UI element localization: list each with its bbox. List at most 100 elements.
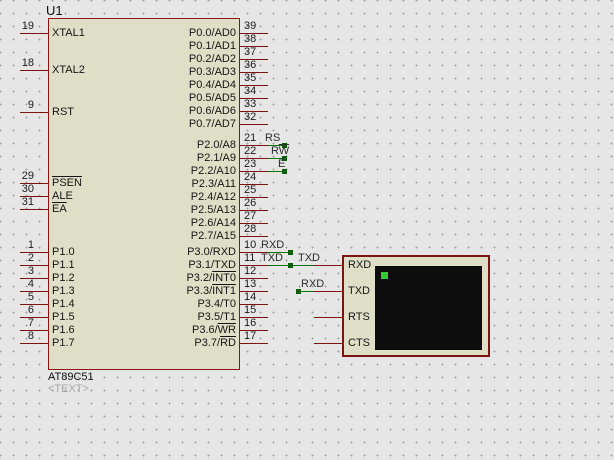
- pin-number: 14: [244, 291, 257, 303]
- terminal-pin-name: RXD: [348, 259, 372, 271]
- pin-stub[interactable]: [240, 111, 268, 112]
- pin-number: 22: [244, 145, 257, 157]
- pin-stub[interactable]: [240, 252, 268, 253]
- pin-number: 6: [27, 304, 34, 316]
- pin-name: P0.4/AD4: [188, 79, 236, 91]
- pin-stub[interactable]: [240, 304, 268, 305]
- pin-stub[interactable]: [240, 72, 268, 73]
- terminal-cursor: [381, 272, 388, 279]
- pin-number: 1: [27, 239, 34, 251]
- pin-stub[interactable]: [240, 85, 268, 86]
- pin-stub[interactable]: [20, 330, 48, 331]
- pin-name: P1.4: [52, 298, 75, 310]
- pin-stub[interactable]: [20, 291, 48, 292]
- pin-name: P2.5/A13: [190, 204, 236, 216]
- wire[interactable]: [268, 158, 286, 159]
- pin-number: 28: [244, 223, 257, 235]
- pin-name: P3.1/TXD: [188, 259, 236, 271]
- pin-stub[interactable]: [20, 196, 48, 197]
- pin-stub[interactable]: [240, 59, 268, 60]
- wire[interactable]: [268, 252, 292, 253]
- pin-number: 8: [27, 330, 34, 342]
- pin-number: 13: [244, 278, 257, 290]
- pin-number: 35: [244, 72, 257, 84]
- terminal-pin-name: TXD: [348, 285, 370, 297]
- pin-name: P3.7/RD: [194, 337, 236, 349]
- pin-stub[interactable]: [240, 210, 268, 211]
- pin-stub[interactable]: [240, 223, 268, 224]
- wire[interactable]: [268, 145, 286, 146]
- pin-stub[interactable]: [240, 317, 268, 318]
- pin-stub[interactable]: [240, 197, 268, 198]
- pin-stub[interactable]: [20, 317, 48, 318]
- pin-stub[interactable]: [240, 343, 268, 344]
- pin-name: P3.6/WR: [191, 324, 236, 336]
- pin-stub[interactable]: [240, 46, 268, 47]
- pin-number: 16: [244, 317, 257, 329]
- pin-number: 32: [244, 111, 257, 123]
- pin-stub[interactable]: [240, 158, 268, 159]
- pin-number: 12: [244, 265, 257, 277]
- pin-number: 37: [244, 46, 257, 58]
- pin-number: 34: [244, 85, 257, 97]
- terminal-pin-stub[interactable]: [314, 343, 342, 344]
- net-label[interactable]: TXD: [298, 252, 320, 264]
- pin-stub[interactable]: [240, 236, 268, 237]
- terminal-pin-stub[interactable]: [314, 317, 342, 318]
- pin-name: P1.1: [52, 259, 75, 271]
- ic-body[interactable]: [48, 18, 240, 370]
- wire[interactable]: [268, 171, 286, 172]
- pin-number: 30: [21, 183, 34, 195]
- pin-name: RST: [52, 106, 74, 118]
- pin-number: 18: [21, 57, 34, 69]
- pin-name: P1.3: [52, 285, 75, 297]
- pin-stub[interactable]: [20, 252, 48, 253]
- pin-name: PSEN: [52, 177, 82, 189]
- junction-dot: [288, 263, 293, 268]
- pin-stub[interactable]: [20, 209, 48, 210]
- pin-stub[interactable]: [20, 343, 48, 344]
- net-label[interactable]: RXD: [301, 278, 325, 290]
- net-label[interactable]: TXD: [261, 252, 283, 264]
- pin-stub[interactable]: [240, 98, 268, 99]
- pin-stub[interactable]: [20, 33, 48, 34]
- pin-name: P0.5/AD5: [188, 92, 236, 104]
- pin-stub[interactable]: [240, 145, 268, 146]
- terminal-pin-stub[interactable]: [314, 291, 342, 292]
- pin-stub[interactable]: [20, 265, 48, 266]
- pin-stub[interactable]: [20, 183, 48, 184]
- net-label[interactable]: RXD: [261, 239, 285, 251]
- pin-stub[interactable]: [240, 278, 268, 279]
- pin-stub[interactable]: [240, 291, 268, 292]
- pin-number: 26: [244, 197, 257, 209]
- pin-stub[interactable]: [240, 171, 268, 172]
- pin-name: P0.3/AD3: [188, 66, 236, 78]
- wire[interactable]: [296, 291, 314, 292]
- pin-stub[interactable]: [20, 112, 48, 113]
- pin-number: 15: [244, 304, 257, 316]
- pin-number: 31: [21, 196, 34, 208]
- pin-stub[interactable]: [240, 330, 268, 331]
- pin-stub[interactable]: [240, 124, 268, 125]
- pin-stub[interactable]: [240, 33, 268, 34]
- pin-name: P0.2/AD2: [188, 53, 236, 65]
- net-label[interactable]: RS: [265, 132, 281, 144]
- pin-stub[interactable]: [240, 265, 268, 266]
- terminal-pin-stub[interactable]: [314, 265, 342, 266]
- pin-name: ALE: [52, 190, 73, 202]
- pin-name: P0.0/AD0: [188, 27, 236, 39]
- pin-stub[interactable]: [20, 278, 48, 279]
- pin-number: 9: [27, 99, 34, 111]
- pin-name: P3.2/INT0: [186, 272, 236, 284]
- pin-name: P2.3/A11: [191, 178, 236, 190]
- pin-stub[interactable]: [20, 70, 48, 71]
- pin-number: 33: [244, 98, 257, 110]
- net-label[interactable]: RW: [271, 145, 290, 157]
- pin-number: 29: [21, 170, 34, 182]
- junction-dot: [282, 169, 287, 174]
- pin-number: 10: [244, 239, 257, 251]
- pin-stub[interactable]: [240, 184, 268, 185]
- pin-stub[interactable]: [20, 304, 48, 305]
- net-label[interactable]: E: [278, 158, 286, 170]
